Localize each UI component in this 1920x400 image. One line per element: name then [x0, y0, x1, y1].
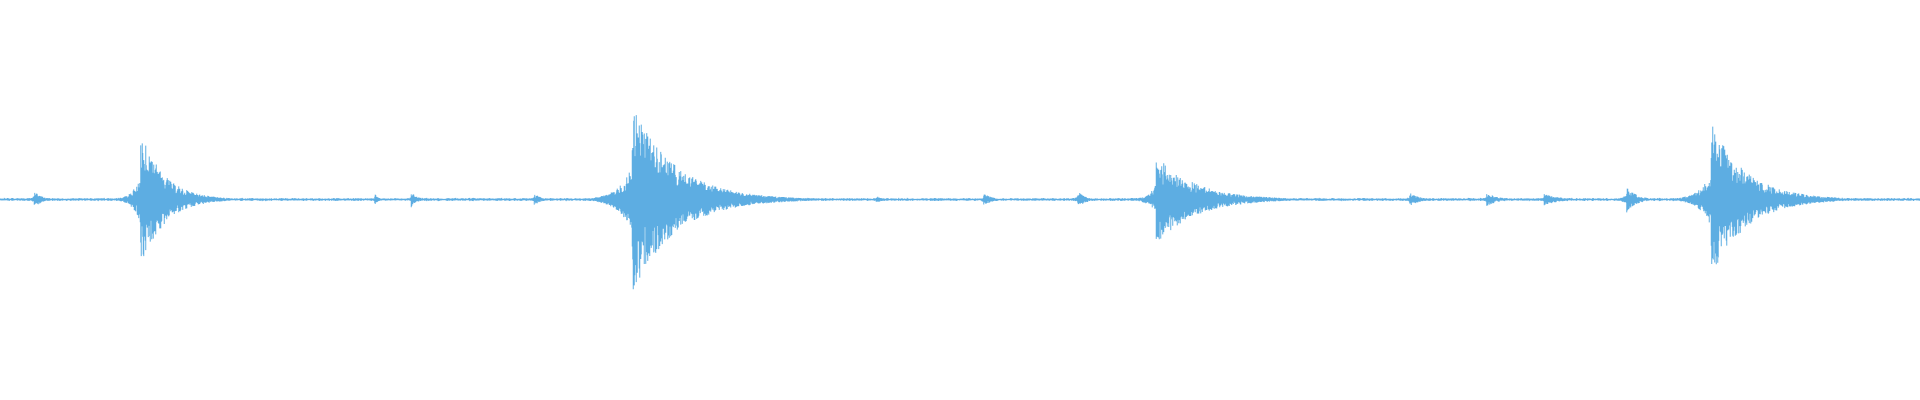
waveform-trace	[0, 115, 1920, 290]
